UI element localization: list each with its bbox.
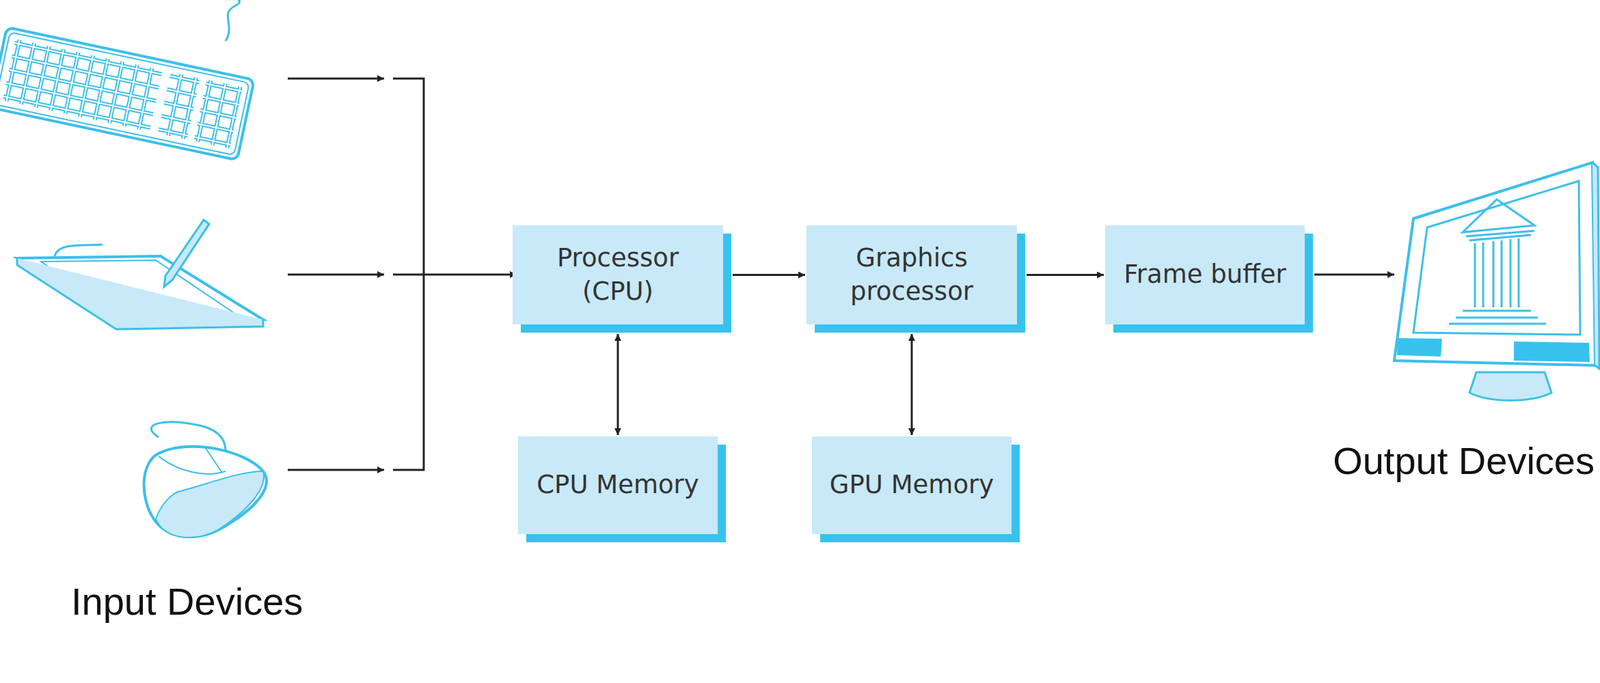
- connector-arrow: [732, 274, 806, 277]
- connector-arrow: [911, 334, 914, 436]
- monitor-icon: [1394, 162, 1600, 401]
- group-label: Input Devices: [71, 579, 303, 625]
- tablet-icon: [17, 220, 264, 330]
- box-text: Frame buffer: [1114, 258, 1296, 292]
- process-box: GPU Memory: [811, 436, 1012, 535]
- box-text: GPU Memory: [820, 468, 1004, 502]
- connector-arrow: [617, 334, 620, 436]
- process-box: Graphics processor: [806, 225, 1018, 325]
- group-label: Output Devices: [1332, 438, 1595, 484]
- box-text: CPU Memory: [526, 468, 709, 502]
- connector-arrow: [1026, 274, 1104, 277]
- box-text: Processor (CPU): [512, 241, 724, 308]
- process-box: Frame buffer: [1105, 225, 1305, 325]
- input-wires: [287, 78, 1395, 471]
- process-box: CPU Memory: [518, 436, 718, 535]
- mouse-icon: [144, 422, 267, 538]
- keyboard-icon: [0, 27, 255, 160]
- process-box: Processor (CPU): [512, 225, 724, 325]
- box-text: Graphics processor: [806, 241, 1018, 308]
